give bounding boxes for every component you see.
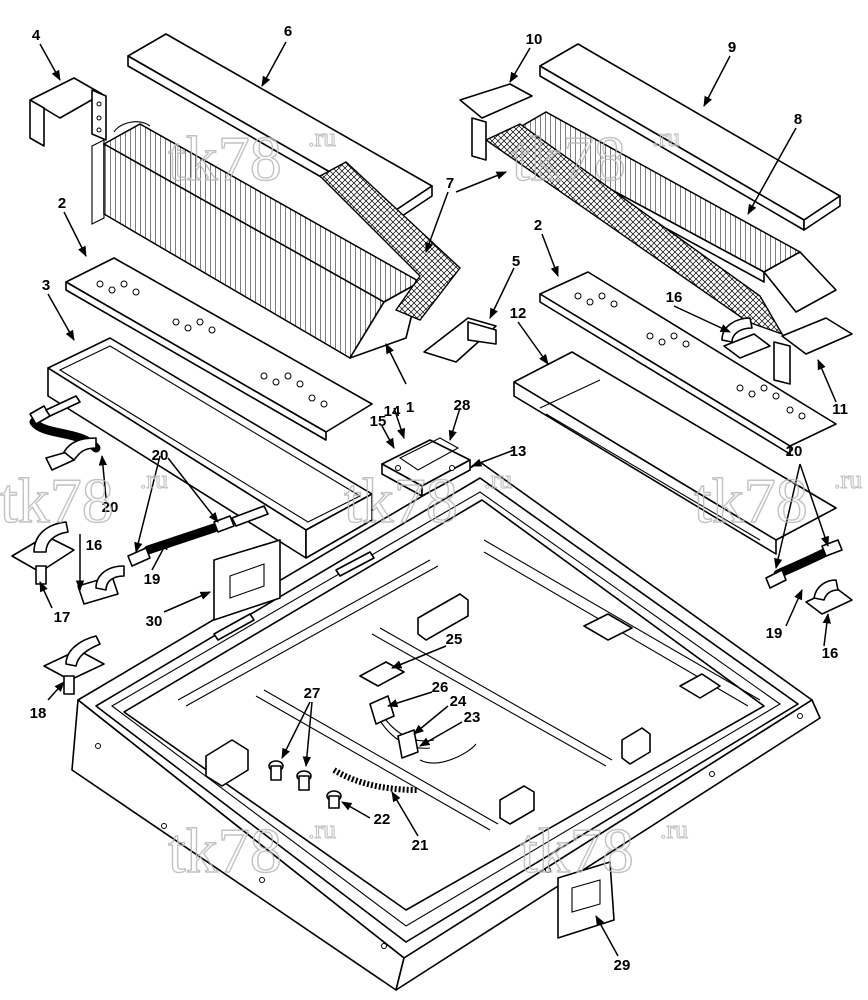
- callout-8: 8: [794, 111, 802, 128]
- callout-17: 17: [54, 609, 71, 626]
- mesh-screen-right: [484, 123, 784, 336]
- drain-hose-19-left: [127, 505, 269, 567]
- svg-text:tk78: tk78: [0, 465, 114, 536]
- callout-20: 20: [152, 447, 169, 464]
- callout-15: 15: [370, 413, 387, 430]
- callout-24: 24: [450, 693, 467, 710]
- callout-16: 16: [86, 537, 103, 554]
- watermarks: tk78 .ru tk78 .ru tk78 .ru tk78 .ru tk78…: [0, 122, 863, 886]
- svg-text:.ru: .ru: [140, 465, 168, 494]
- watermark: tk78 .ru: [519, 814, 688, 886]
- callout-16: 16: [822, 645, 839, 662]
- drain-pan-right: [513, 351, 837, 555]
- callout-14: 14: [384, 403, 401, 420]
- plate-holes-left: [96, 280, 328, 408]
- callout-7: 7: [446, 175, 454, 192]
- callout-25: 25: [446, 631, 463, 648]
- callout-9: 9: [728, 39, 736, 56]
- elbow-left-18: [43, 635, 105, 695]
- elbow-right-16a: [721, 317, 771, 359]
- leader-lines: [39, 41, 837, 957]
- elbow-left-16b: [77, 565, 125, 605]
- callout-1: 1: [406, 399, 414, 416]
- callout-labels: 1 2 2 3 4 5 6 7 8 9 10 11 12 13 14 15 16…: [30, 23, 848, 974]
- svg-text:tk78: tk78: [520, 815, 634, 886]
- callout-12: 12: [510, 305, 527, 322]
- watermark: tk78 .ru: [167, 814, 336, 886]
- end-bracket-left: [29, 77, 107, 147]
- callout-19: 19: [766, 625, 783, 642]
- callout-21: 21: [412, 837, 429, 854]
- callout-5: 5: [512, 253, 520, 270]
- svg-text:tk78: tk78: [512, 123, 626, 194]
- svg-text:tk78: tk78: [168, 815, 282, 886]
- svg-text:.ru: .ru: [652, 123, 680, 152]
- svg-text:tk78: tk78: [344, 465, 458, 536]
- callout-23: 23: [464, 709, 481, 726]
- callout-28: 28: [454, 397, 471, 414]
- elbow-right-16b: [805, 579, 853, 615]
- callout-11: 11: [832, 401, 848, 418]
- drain-pan-left: [47, 337, 373, 559]
- base-frame: [71, 461, 821, 991]
- callout-2: 2: [534, 217, 542, 234]
- elbow-left-16a: [45, 437, 97, 471]
- callout-3: 3: [42, 277, 50, 294]
- watermark: tk78 .ru: [167, 122, 336, 194]
- top-cover-right: [539, 43, 841, 231]
- callout-22: 22: [374, 811, 391, 828]
- mesh-screen-left: [318, 161, 461, 321]
- watermark: tk78 .ru: [343, 464, 512, 536]
- callout-18: 18: [30, 705, 47, 722]
- svg-text:.ru: .ru: [308, 815, 336, 844]
- svg-text:.ru: .ru: [308, 123, 336, 152]
- callout-20: 20: [786, 443, 803, 460]
- watermark: tk78 .ru: [693, 464, 862, 536]
- end-bracket-middle: [423, 317, 497, 363]
- perforated-plate-left: [65, 257, 373, 441]
- callout-27: 27: [304, 685, 321, 702]
- callout-6: 6: [284, 23, 292, 40]
- callout-30: 30: [146, 613, 163, 630]
- svg-text:.ru: .ru: [660, 815, 688, 844]
- elbow-left-17: [11, 521, 75, 585]
- plate-holes-right: [574, 292, 806, 420]
- callout-26: 26: [432, 679, 449, 696]
- callout-2: 2: [58, 195, 66, 212]
- perforated-plate-right: [539, 271, 837, 455]
- drain-hose-19-right: [765, 539, 843, 589]
- end-bracket-top-right: [459, 83, 533, 161]
- callout-19: 19: [144, 571, 161, 588]
- watermark: tk78 .ru: [511, 122, 680, 194]
- svg-text:tk78: tk78: [168, 123, 282, 194]
- sensor-22: [326, 790, 342, 809]
- terminal-block: [381, 437, 471, 497]
- callout-29: 29: [614, 957, 631, 974]
- watermark: tk78 .ru: [0, 464, 169, 536]
- svg-text:tk78: tk78: [694, 465, 808, 536]
- mounting-plate-30: [213, 539, 281, 621]
- svg-text:.ru: .ru: [484, 465, 512, 494]
- callout-10: 10: [526, 31, 543, 48]
- svg-text:.ru: .ru: [834, 465, 862, 494]
- end-bracket-right: [773, 317, 853, 385]
- callout-20: 20: [102, 499, 119, 516]
- callout-4: 4: [32, 27, 41, 44]
- sensors-27: [268, 760, 312, 791]
- callout-13: 13: [510, 443, 527, 460]
- callout-16: 16: [666, 289, 683, 306]
